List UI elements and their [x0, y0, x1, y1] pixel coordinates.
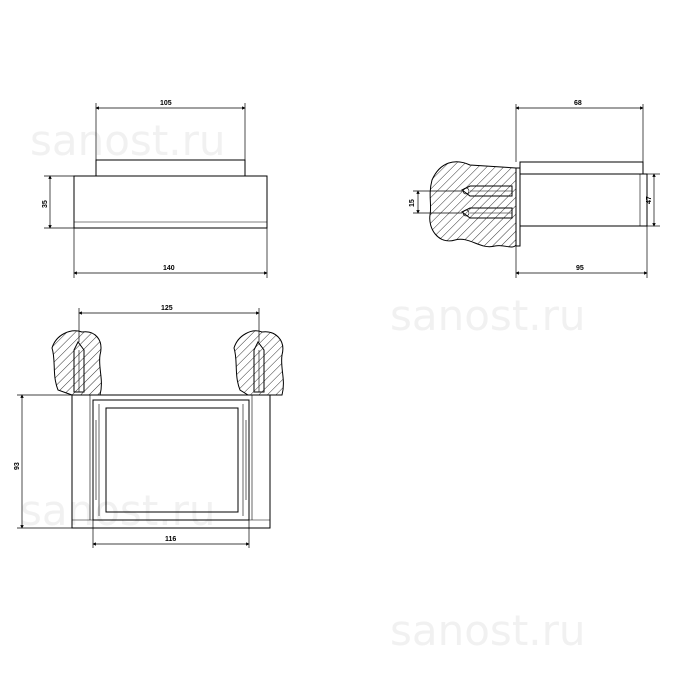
side-view: 68 47 15 95 [409, 100, 660, 278]
anchor-left [73, 341, 85, 393]
wall-section-left [51, 330, 102, 396]
watermark-4: sanost.ru [390, 606, 586, 655]
watermark-2: sanost.ru [390, 291, 586, 340]
dim-side-screw: 15 [409, 199, 416, 207]
front-view: 125 93 116 [14, 305, 284, 548]
watermark-3: sanost.ru [20, 486, 216, 535]
dim-side-top: 68 [574, 100, 582, 107]
wall-section-side [429, 161, 517, 248]
soap-dish-inner [105, 407, 239, 513]
side-base [519, 173, 648, 227]
bracket-outline [71, 394, 271, 529]
dim-side-height: 47 [646, 196, 653, 204]
screws-side [461, 185, 513, 219]
dim-top-base: 140 [163, 265, 175, 272]
dim-front-height: 93 [14, 462, 21, 470]
soap-dish-outer [92, 399, 250, 521]
top-left-view: 105 35 140 [42, 100, 268, 278]
dim-front-span: 125 [161, 305, 173, 312]
dim-top-height: 35 [42, 200, 49, 208]
anchor-right [253, 341, 265, 393]
dim-side-depth: 95 [576, 265, 584, 272]
watermark-1: sanost.ru [30, 116, 226, 165]
side-dish [519, 161, 644, 175]
dim-front-inner: 116 [165, 536, 176, 543]
top-base [73, 175, 268, 229]
dim-top-width: 105 [160, 100, 172, 107]
